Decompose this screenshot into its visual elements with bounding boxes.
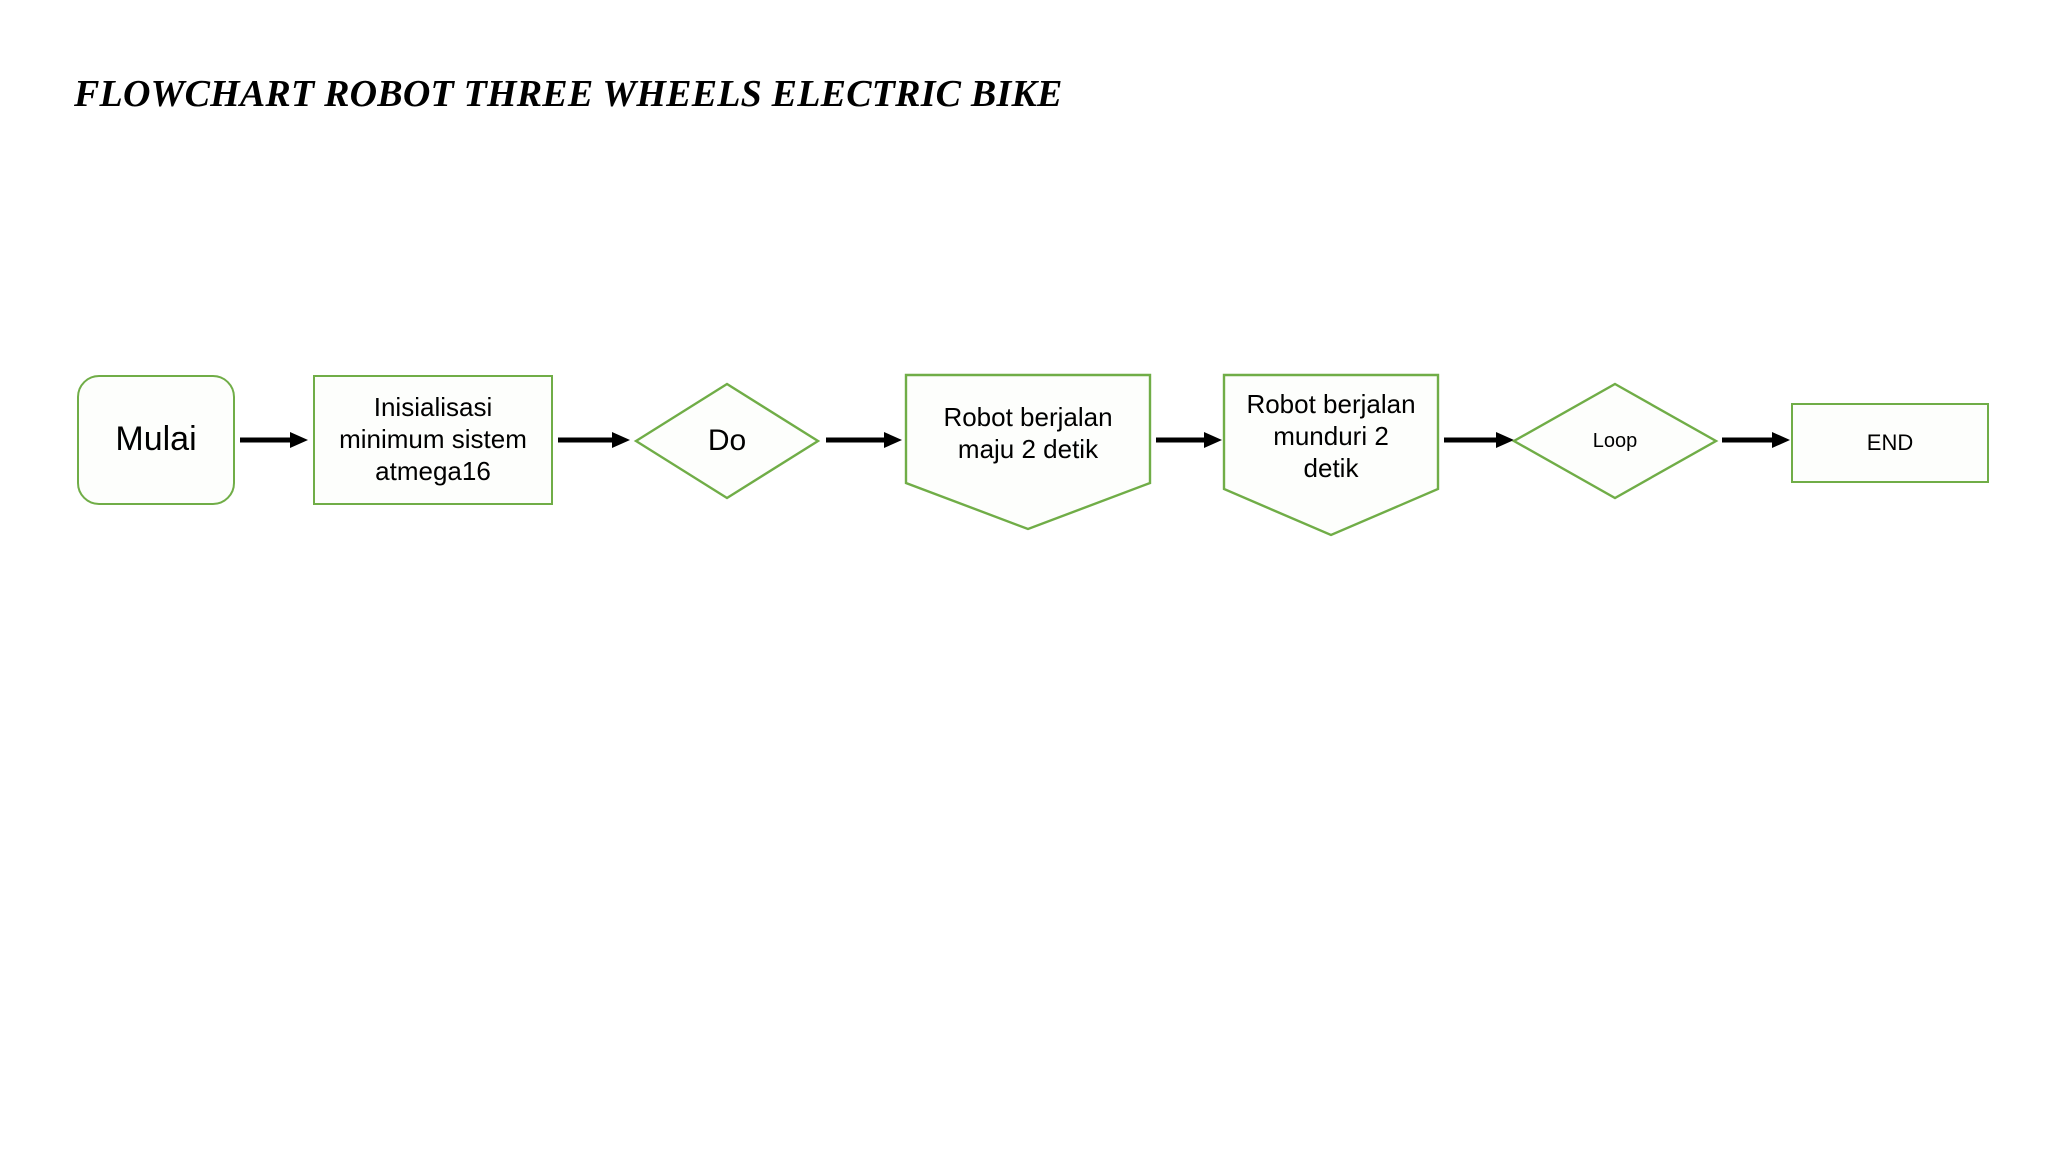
diamond-shape — [1511, 382, 1719, 500]
diamond-shape — [633, 382, 821, 500]
flow-node-forward-label: Robot berjalan maju 2 detik — [943, 402, 1113, 464]
pentagon-down-shape — [1222, 373, 1440, 537]
flow-node-loop[interactable]: Loop — [1511, 382, 1719, 500]
flow-node-init[interactable]: Inisialisasi minimum sistem atmega16 — [313, 375, 553, 505]
flow-node-do-label: Do — [707, 423, 747, 457]
connector-do-to-forward — [826, 428, 902, 452]
flow-node-do[interactable]: Do — [633, 382, 821, 500]
connector-backward-to-loop — [1444, 428, 1514, 452]
flow-node-end-label: END — [1866, 429, 1914, 455]
flow-node-backward[interactable]: Robot berjalan munduri 2 detik — [1222, 373, 1440, 537]
flow-node-start-label: Mulai — [115, 420, 197, 459]
flow-node-init-label: Inisialisasi minimum sistem atmega16 — [339, 392, 527, 486]
flow-node-backward-label: Robot berjalan munduri 2 detik — [1246, 389, 1416, 483]
pentagon-down-shape — [904, 373, 1152, 531]
flow-node-start[interactable]: Mulai — [77, 375, 235, 505]
flow-node-forward[interactable]: Robot berjalan maju 2 detik — [904, 373, 1152, 531]
connector-loop-to-end — [1722, 428, 1790, 452]
connector-init-to-do — [558, 428, 630, 452]
flow-node-end[interactable]: END — [1791, 403, 1989, 483]
connector-forward-to-backward — [1156, 428, 1222, 452]
page-title: FLOWCHART ROBOT THREE WHEELS ELECTRIC BI… — [74, 73, 1063, 115]
connector-start-to-init — [240, 428, 308, 452]
flow-node-loop-label: Loop — [1592, 429, 1638, 452]
